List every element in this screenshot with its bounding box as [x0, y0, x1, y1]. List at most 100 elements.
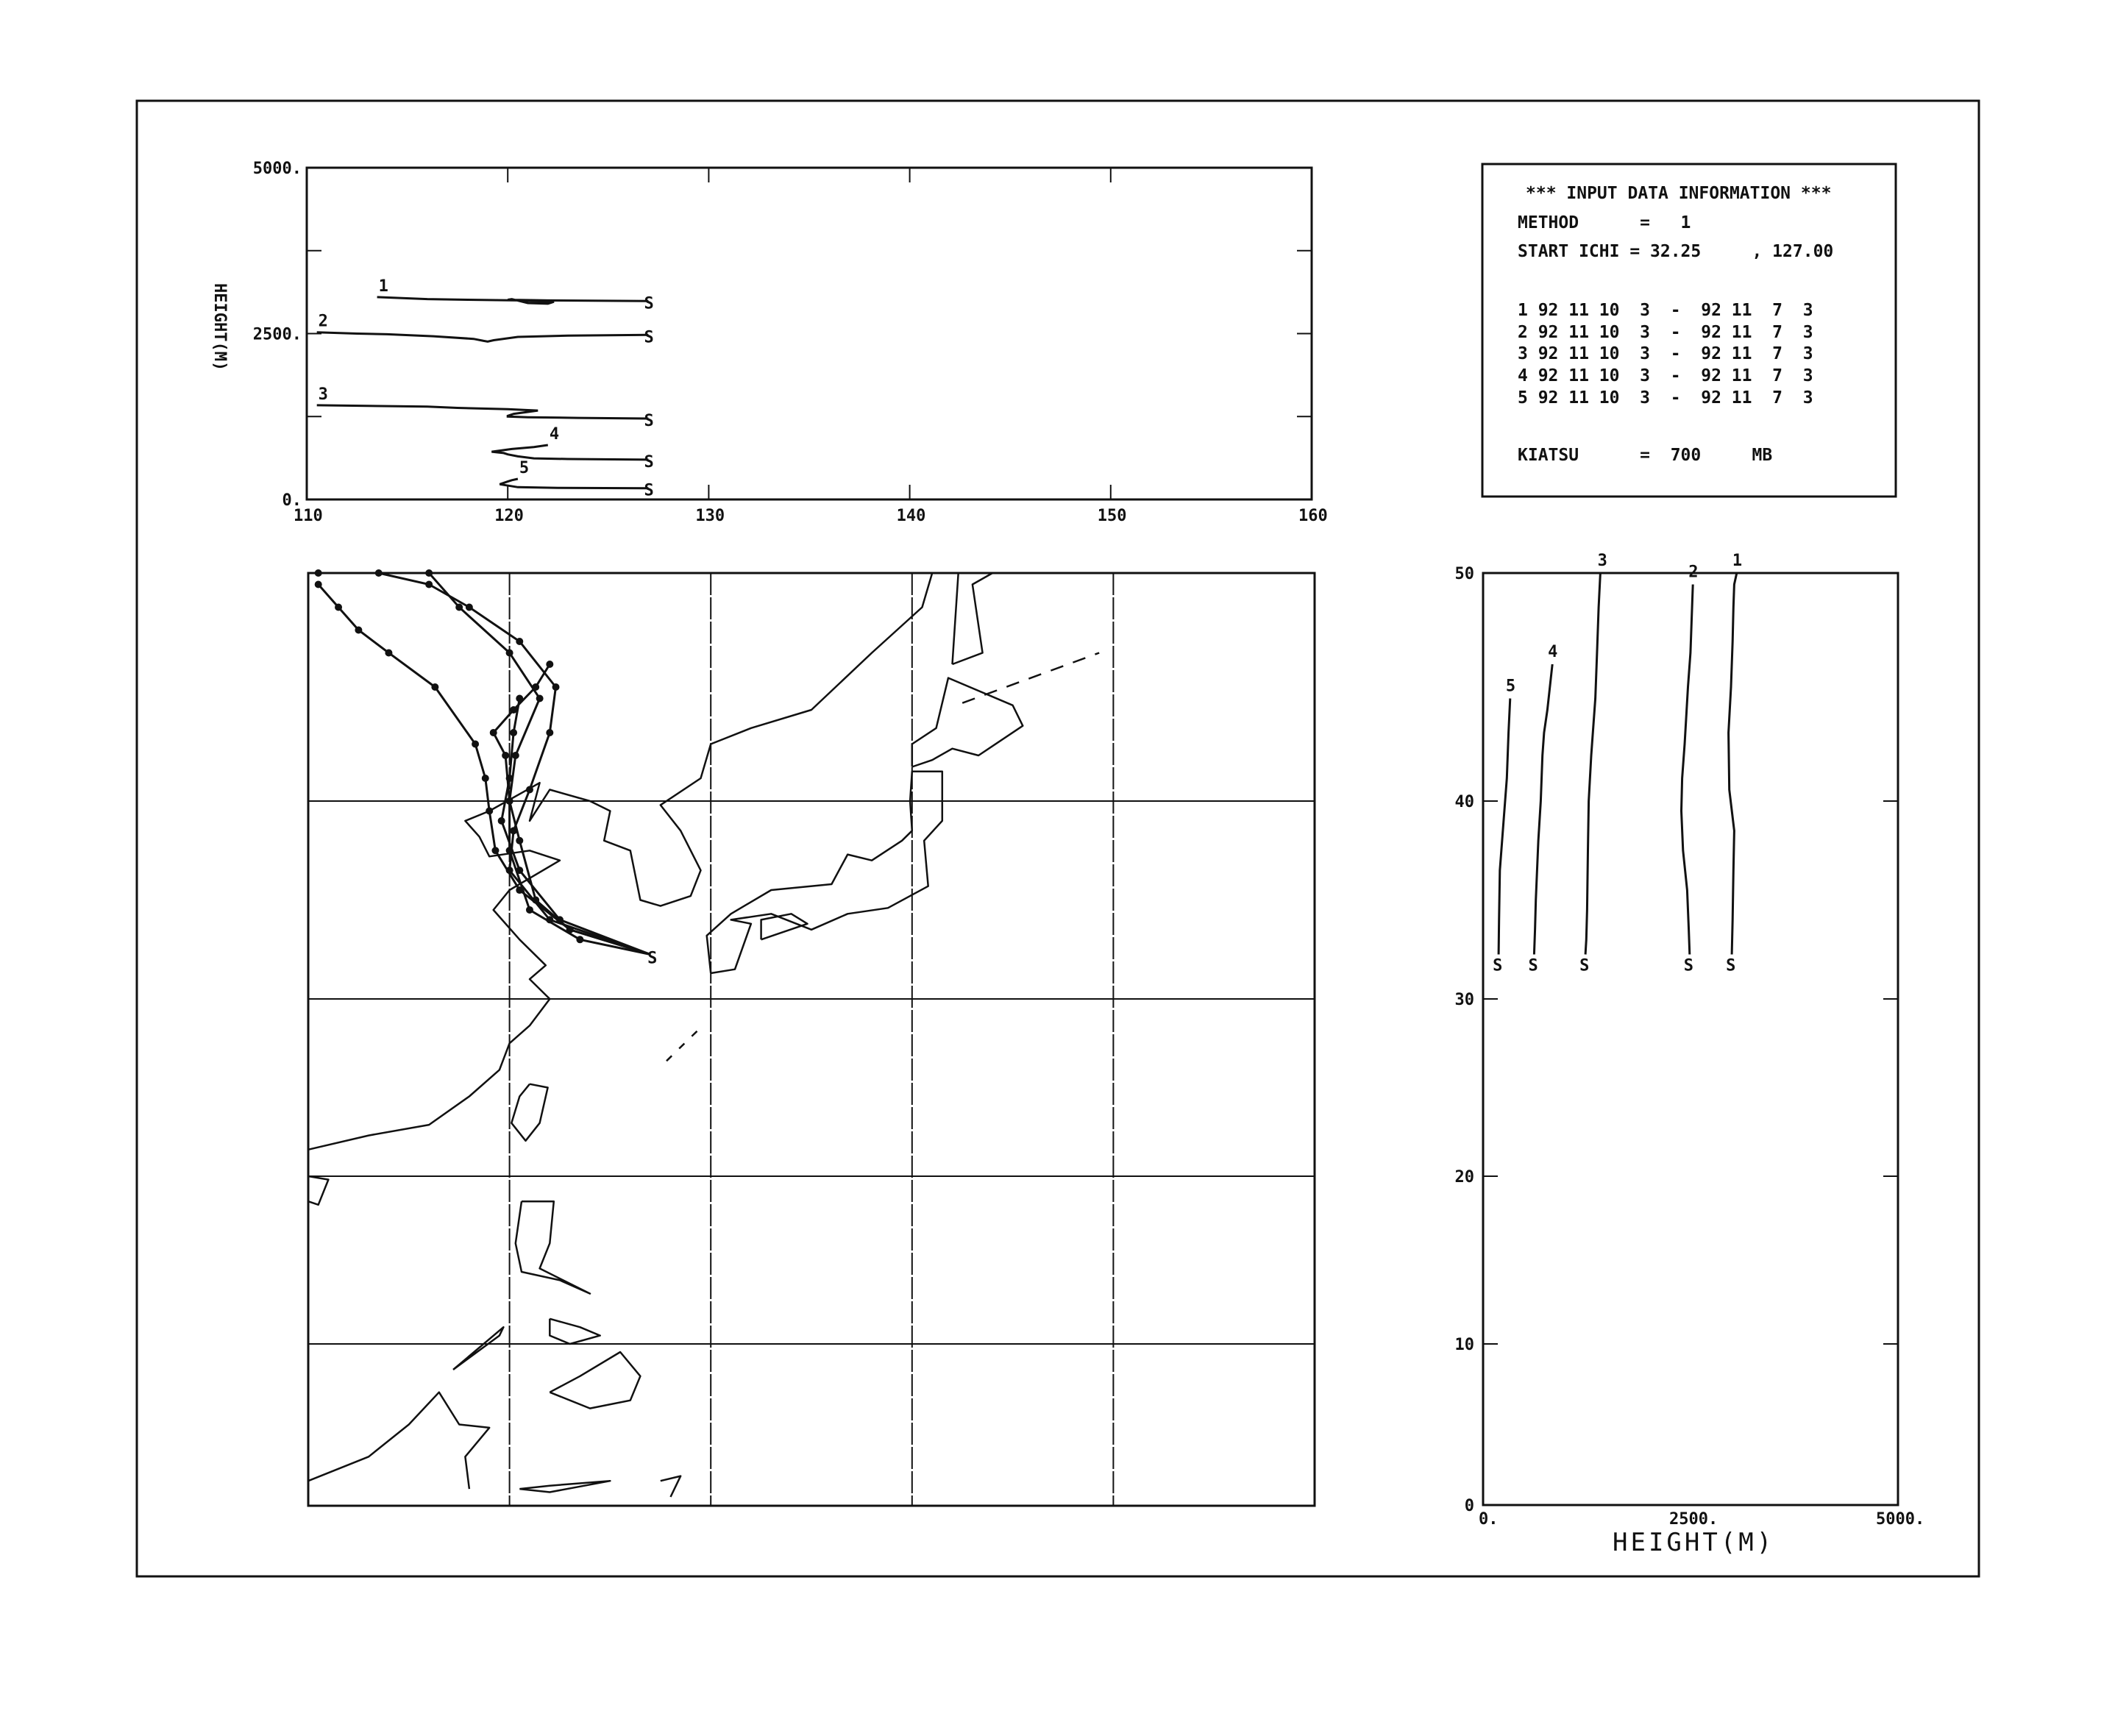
- top-start-marker-5: S: [644, 482, 653, 500]
- info-title: *** INPUT DATA INFORMATION ***: [1526, 184, 1831, 203]
- map-trajectory-2: [317, 583, 651, 956]
- map-trajectory-4-point: [532, 896, 540, 904]
- map-trajectory-4-point: [502, 752, 510, 759]
- top-start-marker-4: S: [644, 453, 653, 472]
- right-trajectory-5: [1497, 698, 1512, 955]
- map-trajectory-1-point: [552, 683, 560, 691]
- info-run-4: 4 92 11 10 3 - 92 11 7 3: [1518, 366, 1813, 385]
- right-start-marker-1: S: [1726, 956, 1735, 975]
- top-y-tick-label: 0.: [282, 491, 302, 510]
- top-trajectory-label-2: 2: [319, 313, 328, 331]
- top-start-marker-1: S: [644, 294, 653, 313]
- right-y-tick-label: 40: [1455, 793, 1475, 811]
- top-trajectory-2: [316, 331, 649, 343]
- info-start: START ICHI = 32.25 , 127.00: [1518, 242, 1833, 261]
- top-y-axis-label: HEIGHT(M): [210, 283, 229, 371]
- map-trajectory-5-point: [510, 729, 518, 736]
- top-trajectory-5: [499, 477, 649, 490]
- map-trajectory-4-point: [566, 925, 574, 933]
- top-trajectory-label-1: 1: [379, 277, 388, 296]
- map-trajectory-3: [318, 572, 651, 956]
- map-trajectory-3-point: [455, 603, 463, 611]
- right-start-marker-4: S: [1528, 956, 1538, 975]
- map-trajectory-5-point: [516, 694, 524, 702]
- right-trajectory-3: [1584, 572, 1602, 955]
- right-y-tick-label: 30: [1455, 991, 1475, 1009]
- top-plot-frame: [305, 166, 1313, 501]
- coast-borneo: [308, 1391, 491, 1490]
- right-y-tick-label: 20: [1455, 1168, 1475, 1187]
- right-start-marker-3: S: [1579, 956, 1589, 975]
- map-trajectory-1-point: [425, 580, 433, 588]
- map-trajectory-3-point: [425, 569, 433, 577]
- coast-honshu-kyushu: [705, 770, 944, 975]
- map-trajectory-2-point: [431, 683, 439, 691]
- info-method: METHOD = 1: [1518, 213, 1691, 232]
- top-y-tick-label: 2500.: [253, 326, 302, 344]
- top-x-tick-label: 130: [695, 507, 725, 525]
- top-start-marker-2: S: [644, 328, 653, 346]
- info-box-frame: [1481, 163, 1897, 498]
- right-trajectory-2: [1679, 584, 1694, 955]
- trajectory-map: S: [307, 569, 1316, 1507]
- map-trajectory-2-point: [385, 649, 393, 657]
- top-trajectory-label-4: 4: [550, 425, 559, 444]
- top-x-tick-label: 150: [1098, 507, 1127, 525]
- map-trajectory-2-point: [486, 807, 494, 815]
- coast-taiwan: [511, 1083, 549, 1142]
- right-plot-frame: [1482, 572, 1899, 1506]
- right-trajectory-label-4: 4: [1548, 643, 1557, 661]
- map-trajectory-4-point: [489, 729, 497, 736]
- map-trajectory-4-point: [532, 683, 540, 691]
- right-y-tick-label: 50: [1455, 565, 1475, 583]
- right-trajectory-1: [1727, 572, 1738, 955]
- top-x-tick-label: 140: [897, 507, 926, 525]
- input-data-information-box: *** INPUT DATA INFORMATION *** METHOD = …: [1481, 163, 1897, 498]
- right-trajectory-label-1: 1: [1732, 552, 1742, 570]
- right-trajectory-label-5: 5: [1506, 677, 1515, 696]
- map-trajectory-2-point: [314, 580, 322, 588]
- map-trajectory-5-point: [505, 775, 513, 782]
- info-run-5: 5 92 11 10 3 - 92 11 7 3: [1518, 388, 1813, 408]
- right-x-axis-label: HEIGHT(M): [1613, 1528, 1774, 1557]
- info-run-3: 3 92 11 10 3 - 92 11 7 3: [1518, 344, 1813, 363]
- coast-visayas: [549, 1317, 601, 1345]
- map-trajectory-1-point: [465, 603, 473, 611]
- coast-sulawesi: [519, 1479, 611, 1493]
- coast-asia: [308, 572, 934, 1151]
- map-trajectory-2-point: [491, 847, 500, 855]
- coast-kurils: [961, 652, 1100, 704]
- coast-shikoku: [760, 913, 808, 941]
- info-run-1: 1 92 11 10 3 - 92 11 7 3: [1518, 301, 1813, 320]
- right-trajectory-label-3: 3: [1598, 552, 1607, 570]
- map-trajectory-4-point: [516, 836, 524, 844]
- map-trajectory-5-point: [516, 867, 524, 875]
- right-y-tick-label: 10: [1455, 1336, 1475, 1354]
- right-x-tick-label: 0.: [1479, 1510, 1499, 1529]
- map-trajectory-3-point: [525, 906, 533, 914]
- map-trajectory-5-point: [497, 817, 505, 825]
- map-trajectory-2-point: [481, 775, 489, 782]
- right-y-tick-label: 0: [1465, 1497, 1474, 1515]
- info-kiatsu: KIATSU = 700 MB: [1518, 446, 1772, 465]
- top-x-tick-label: 110: [294, 507, 323, 525]
- map-trajectory-1-point: [546, 729, 554, 736]
- coast-hainan: [308, 1175, 330, 1206]
- right-trajectory-label-2: 2: [1688, 563, 1698, 582]
- map-trajectory-4-point: [510, 706, 518, 714]
- map-trajectory-3-point: [576, 936, 584, 944]
- top-x-tick-label: 160: [1298, 507, 1328, 525]
- coast-halmahera: [660, 1475, 682, 1498]
- top-trajectory-label-5: 5: [519, 459, 529, 477]
- map-trajectory-1-point: [510, 827, 518, 835]
- map-trajectory-2-point: [472, 740, 480, 748]
- info-run-2: 2 92 11 10 3 - 92 11 7 3: [1518, 323, 1813, 342]
- right-x-tick-label: 5000.: [1876, 1510, 1924, 1529]
- map-trajectory-3-point: [505, 649, 513, 657]
- right-trajectory-4: [1532, 664, 1554, 955]
- coast-mindanao: [549, 1351, 641, 1409]
- top-trajectory-label-3: 3: [319, 385, 328, 404]
- map-trajectory-3-point: [536, 694, 544, 702]
- map-trajectory-2-point: [335, 603, 343, 611]
